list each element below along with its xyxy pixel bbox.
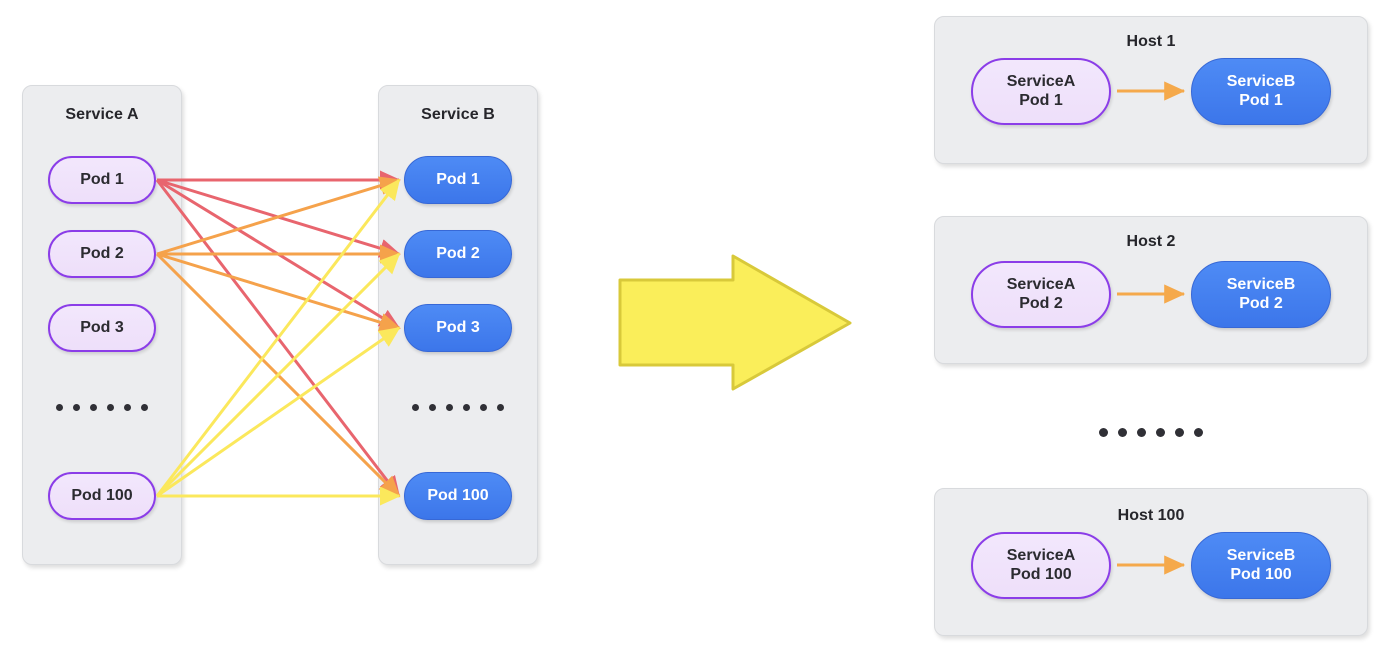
service-a-pod-2[interactable]: Pod 2 <box>48 230 156 278</box>
mesh-edge-a1-to-b2 <box>156 178 401 258</box>
host-100-service-b-pod[interactable]: ServiceB Pod 100 <box>1191 532 1331 599</box>
big-yellow-right-arrow <box>618 254 852 391</box>
mesh-edge-a2-to-b100 <box>155 252 401 498</box>
host-1-title: Host 1 <box>1126 33 1176 50</box>
service-b-title: Service B <box>421 106 495 123</box>
host-100-service-a-pod[interactable]: ServiceA Pod 100 <box>971 532 1111 599</box>
mesh-edge-a2-to-b3 <box>156 252 401 332</box>
service-a-ellipsis <box>48 398 156 416</box>
mesh-edge-a1-to-b3 <box>156 178 401 330</box>
host-1-service-b-pod[interactable]: ServiceB Pod 1 <box>1191 58 1331 125</box>
service-b-pod-2[interactable]: Pod 2 <box>404 230 512 278</box>
service-a-pod-3[interactable]: Pod 3 <box>48 304 156 352</box>
service-b-pod-3[interactable]: Pod 3 <box>404 304 512 352</box>
mesh-edge-a100-to-b2 <box>155 252 401 498</box>
host-2-service-a-pod[interactable]: ServiceA Pod 2 <box>971 261 1111 328</box>
service-b-pod-100[interactable]: Pod 100 <box>404 472 512 520</box>
mesh-edge-a100-to-b3 <box>156 326 401 498</box>
service-a-title: Service A <box>65 106 139 123</box>
mesh-edge-a100-to-b1 <box>155 178 401 497</box>
host-2-title: Host 2 <box>1126 233 1176 250</box>
host-1-service-a-pod[interactable]: ServiceA Pod 1 <box>971 58 1111 125</box>
host-2-service-b-pod[interactable]: ServiceB Pod 2 <box>1191 261 1331 328</box>
service-b-pod-1[interactable]: Pod 1 <box>404 156 512 204</box>
hosts-ellipsis <box>1096 423 1206 441</box>
mesh-edge-a2-to-b1 <box>156 176 401 256</box>
service-a-pod-1[interactable]: Pod 1 <box>48 156 156 204</box>
service-a-pod-100[interactable]: Pod 100 <box>48 472 156 520</box>
service-b-ellipsis <box>404 398 512 416</box>
mesh-edge-a1-to-b100 <box>155 179 401 498</box>
host-100-title: Host 100 <box>1117 507 1185 524</box>
